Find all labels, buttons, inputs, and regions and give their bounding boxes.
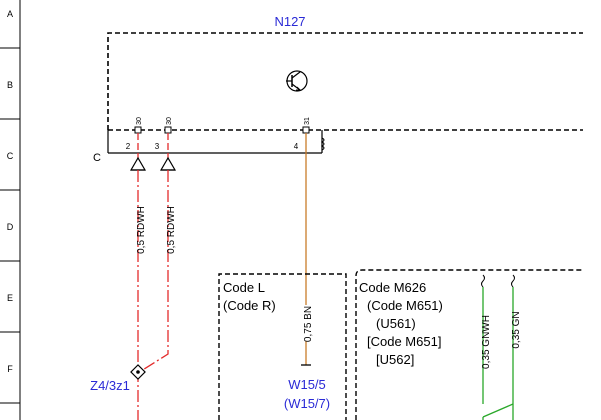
pin-terminal-4 (302, 126, 310, 134)
splice-z4-3z1: Z4/3z1 (90, 364, 146, 393)
row-label-f: F (7, 364, 13, 374)
pin-bottom-label-2: 2 (126, 142, 131, 151)
ground-alt-label: (W15/7) (284, 396, 330, 411)
ground-label: W15/5 (288, 377, 326, 392)
row-label-a: A (7, 9, 13, 19)
code-m-line-2: (Code M651) (367, 298, 443, 313)
connector-c: C 2 3 4 (93, 130, 325, 164)
row-label-e: E (7, 293, 13, 303)
wire-label-bn: 0,75 BN (303, 306, 314, 342)
wire-gn: 0,35 GN (482, 274, 522, 420)
code-m-line-3: (U561) (376, 316, 416, 331)
wire-label-gn: 0,35 GN (511, 311, 522, 348)
pin-bottom-label-4: 4 (294, 142, 299, 151)
wire-bn: 0,75 BN W15/5 (W15/7) (284, 133, 330, 411)
module-name: N127 (274, 14, 305, 29)
row-label-b: B (7, 80, 13, 90)
code-m-line-4: [Code M651] (367, 334, 441, 349)
wire-label-rdwh-2: 0,5 RDWH (166, 206, 177, 254)
module-n127: N127 30 30 31 (107, 14, 583, 134)
pin-bottom-label-3: 3 (155, 142, 160, 151)
pin-terminal-2 (134, 126, 142, 134)
wire-label-rdwh-1: 0,5 RDWH (136, 206, 147, 254)
code-l-line-1: Code L (223, 280, 265, 295)
wire-gnwh: 0,35 GNWH (481, 274, 492, 420)
pin-terminal-3 (164, 126, 172, 134)
box-code-l: Code L (Code R) (218, 273, 347, 420)
connector-label: C (93, 152, 101, 164)
code-m-line-1: Code M626 (359, 280, 426, 295)
box-code-m626: Code M626 (Code M651) (U561) [Code M651]… (355, 269, 583, 420)
code-l-line-2: (Code R) (223, 298, 276, 313)
wire-rdwh-2: 0,5 RDWH (140, 133, 177, 372)
row-ruler: A B C D E F (0, 0, 21, 420)
pin-top-label-1: 30 (136, 117, 143, 125)
row-label-d: D (7, 222, 14, 232)
pin-top-label-3: 31 (304, 117, 311, 125)
code-m-line-5: [U562] (376, 352, 414, 367)
pin-top-label-2: 30 (166, 117, 173, 125)
transistor-icon (286, 70, 308, 92)
wire-label-gnwh: 0,35 GNWH (481, 315, 492, 369)
row-label-c: C (7, 151, 14, 161)
splice-label: Z4/3z1 (90, 378, 130, 393)
